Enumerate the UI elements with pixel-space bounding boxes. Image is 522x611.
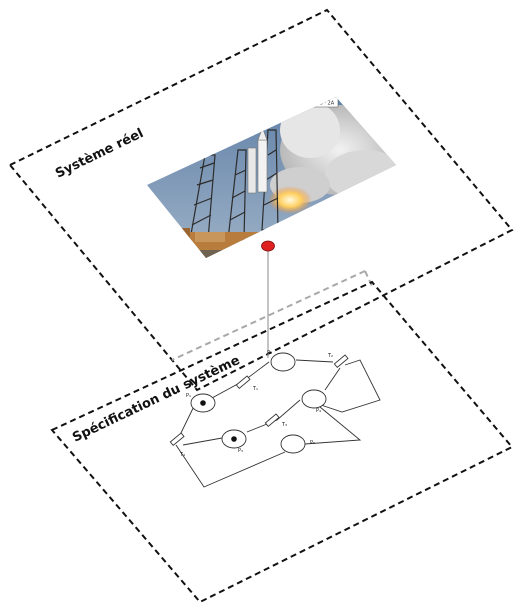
transition-t2 [333,354,349,369]
transition-t1 [235,375,251,390]
transition-t4 [169,432,185,447]
token-p1 [200,400,206,406]
place-p4 [301,389,327,409]
real-system-label: Système réel [53,126,146,182]
label-p2: P₂ [267,350,272,356]
arc [175,444,286,488]
transition-t3 [264,413,280,428]
arc [295,359,334,363]
label-t3: T₃ [281,422,287,428]
label-t1: T₁ [252,386,258,392]
arc [246,399,301,433]
label-t4: T₄ [179,452,185,458]
connector-dot [261,240,275,252]
specification-label: Spécification du système [70,353,242,446]
real-system-plane [8,8,514,392]
arc [304,406,362,445]
label-p3: P₃ [238,448,243,454]
place-p2 [270,352,296,372]
arc [182,437,223,446]
petri-net [169,352,381,488]
specification-plane [50,280,514,604]
label-p4: P₄ [316,408,321,414]
ghost-plane [171,270,366,361]
label-t2: T₂ [327,353,333,359]
label-p5: P₅ [310,440,315,446]
arc [324,367,341,391]
arc [311,359,381,413]
ghost-plane-side [364,270,373,287]
label-p1: P₁ [186,393,191,399]
place-p5 [280,434,306,454]
token-p3 [231,436,237,442]
photo-badge-text: GG · 2A [315,101,335,107]
